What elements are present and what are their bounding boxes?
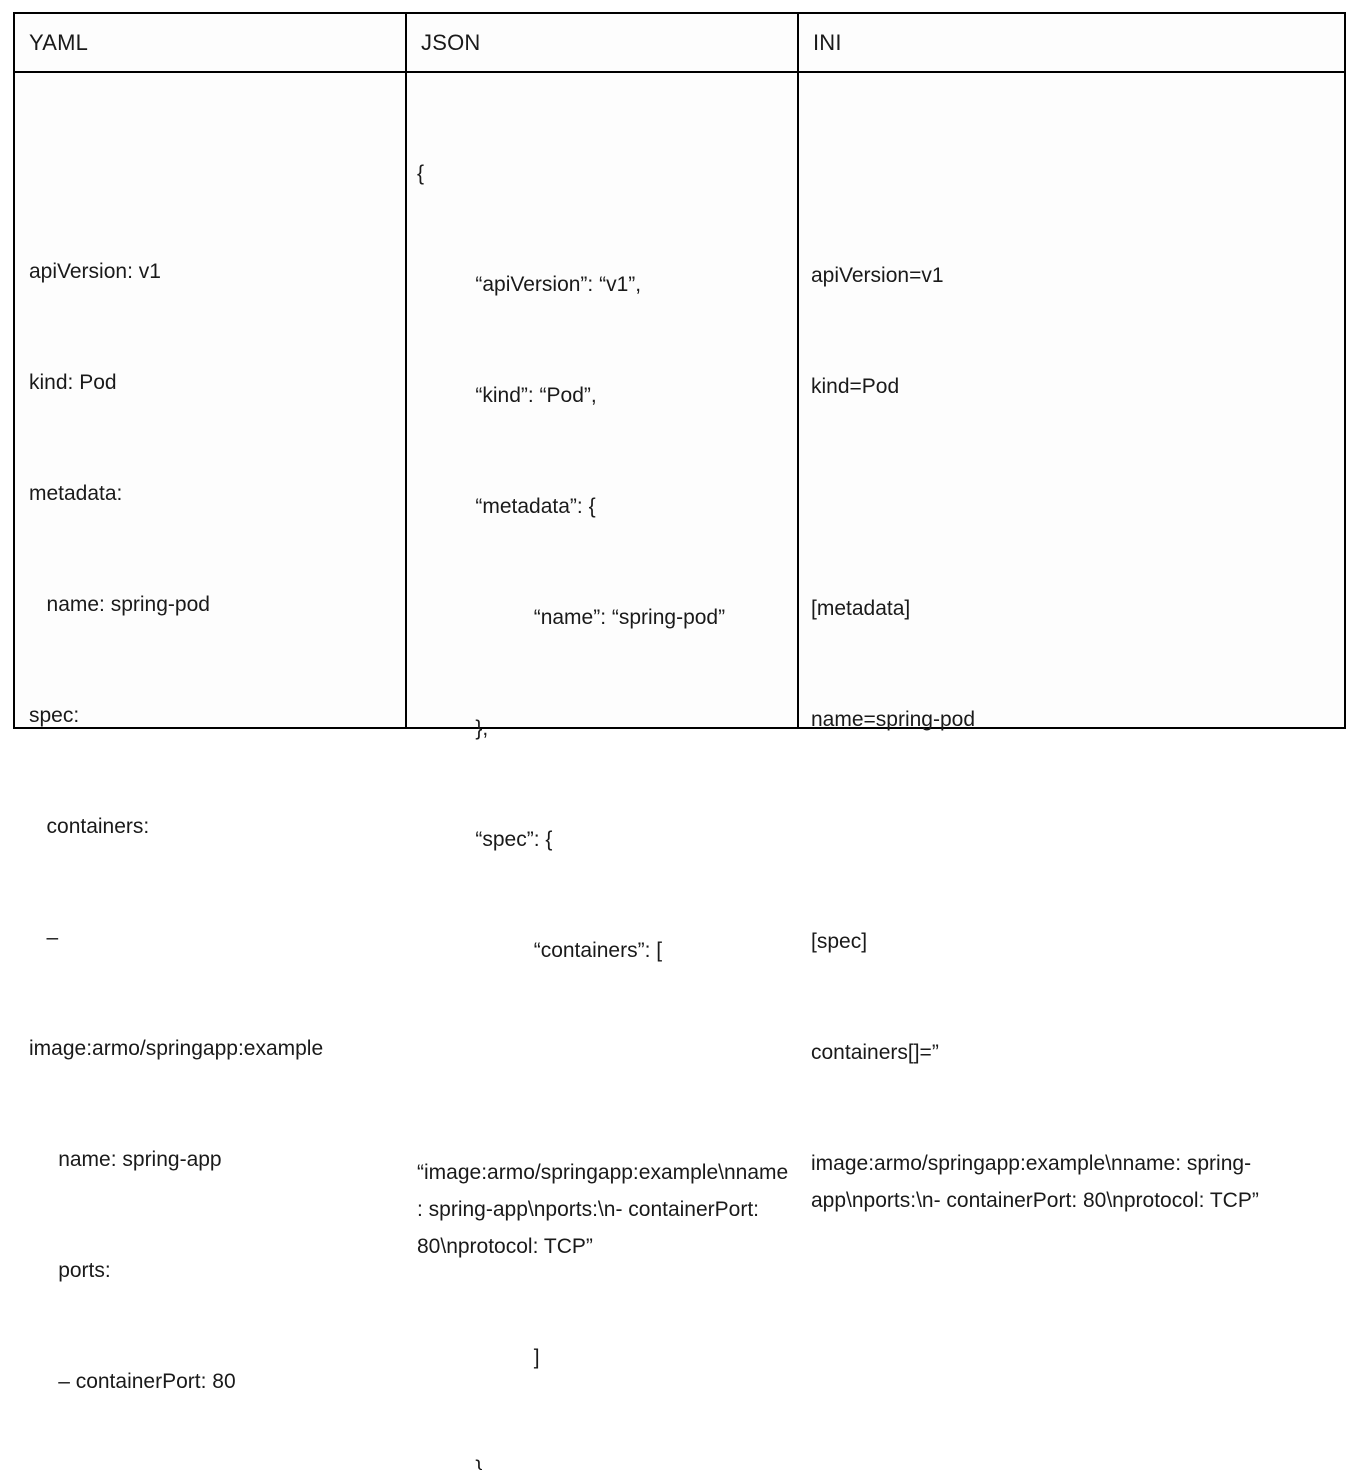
json-line: “name”: “spring-pod” bbox=[417, 606, 726, 629]
yaml-line: image:armo/springapp:example bbox=[29, 1037, 324, 1060]
yaml-line: – containerPort: 80 bbox=[29, 1370, 236, 1393]
json-line: { bbox=[417, 162, 425, 185]
yaml-line: containers: bbox=[29, 815, 150, 838]
table-cell-json: { “apiVersion”: “v1”, “kind”: “Pod”, “me… bbox=[405, 73, 797, 1470]
json-line: “spec”: { bbox=[417, 828, 553, 851]
ini-line: containers[]=” bbox=[811, 1041, 939, 1064]
json-line: ] bbox=[417, 1346, 540, 1369]
json-line-blank bbox=[417, 1043, 789, 1080]
json-line: }, bbox=[417, 717, 489, 740]
format-comparison-table: YAML JSON INI apiVersion: v1 kind: Pod m… bbox=[13, 12, 1346, 1470]
json-line: “apiVersion”: “v1”, bbox=[417, 273, 642, 296]
ini-line: apiVersion=v1 bbox=[811, 264, 944, 287]
table-header-row: YAML JSON INI bbox=[15, 14, 1344, 73]
json-line: } bbox=[417, 1457, 483, 1470]
yaml-line: spec: bbox=[29, 704, 80, 727]
table-cell-yaml: apiVersion: v1 kind: Pod metadata: name:… bbox=[15, 73, 405, 1393]
ini-line: kind=Pod bbox=[811, 375, 900, 398]
json-line: “image:armo/springapp:example\nname: spr… bbox=[417, 1161, 789, 1258]
yaml-line: – bbox=[29, 926, 59, 949]
yaml-line: name: spring-pod bbox=[29, 593, 210, 616]
ini-line: [metadata] bbox=[811, 597, 911, 620]
json-line: “kind”: “Pod”, bbox=[417, 384, 597, 407]
ini-line: name=spring-pod bbox=[811, 708, 976, 731]
yaml-line: apiVersion: v1 bbox=[29, 260, 161, 283]
ini-line-blank bbox=[811, 479, 1331, 516]
yaml-line: metadata: bbox=[29, 482, 123, 505]
ini-line: [spec] bbox=[811, 930, 868, 953]
column-header-ini: INI bbox=[797, 14, 1344, 71]
page-root: YAML JSON INI apiVersion: v1 kind: Pod m… bbox=[13, 12, 1346, 1470]
json-code-block: { “apiVersion”: “v1”, “kind”: “Pod”, “me… bbox=[417, 81, 789, 1470]
yaml-line: kind: Pod bbox=[29, 371, 117, 394]
json-line: “metadata”: { bbox=[417, 495, 596, 518]
table-body-row: apiVersion: v1 kind: Pod metadata: name:… bbox=[15, 73, 1344, 1470]
column-header-yaml: YAML bbox=[29, 29, 89, 55]
table-cell-ini: apiVersion=v1 kind=Pod [metadata] name=s… bbox=[797, 73, 1344, 1212]
ini-line: image:armo/springapp:example\nname: spri… bbox=[811, 1152, 1259, 1212]
yaml-line: ports: bbox=[29, 1259, 111, 1282]
ini-code-block: apiVersion=v1 kind=Pod [metadata] name=s… bbox=[811, 183, 1331, 1293]
json-line: “containers”: [ bbox=[417, 939, 663, 962]
ini-line-blank bbox=[811, 812, 1331, 849]
yaml-code-block: apiVersion: v1 kind: Pod metadata: name:… bbox=[29, 179, 401, 1470]
yaml-line: name: spring-app bbox=[29, 1148, 222, 1171]
column-header-json: JSON bbox=[405, 14, 797, 71]
